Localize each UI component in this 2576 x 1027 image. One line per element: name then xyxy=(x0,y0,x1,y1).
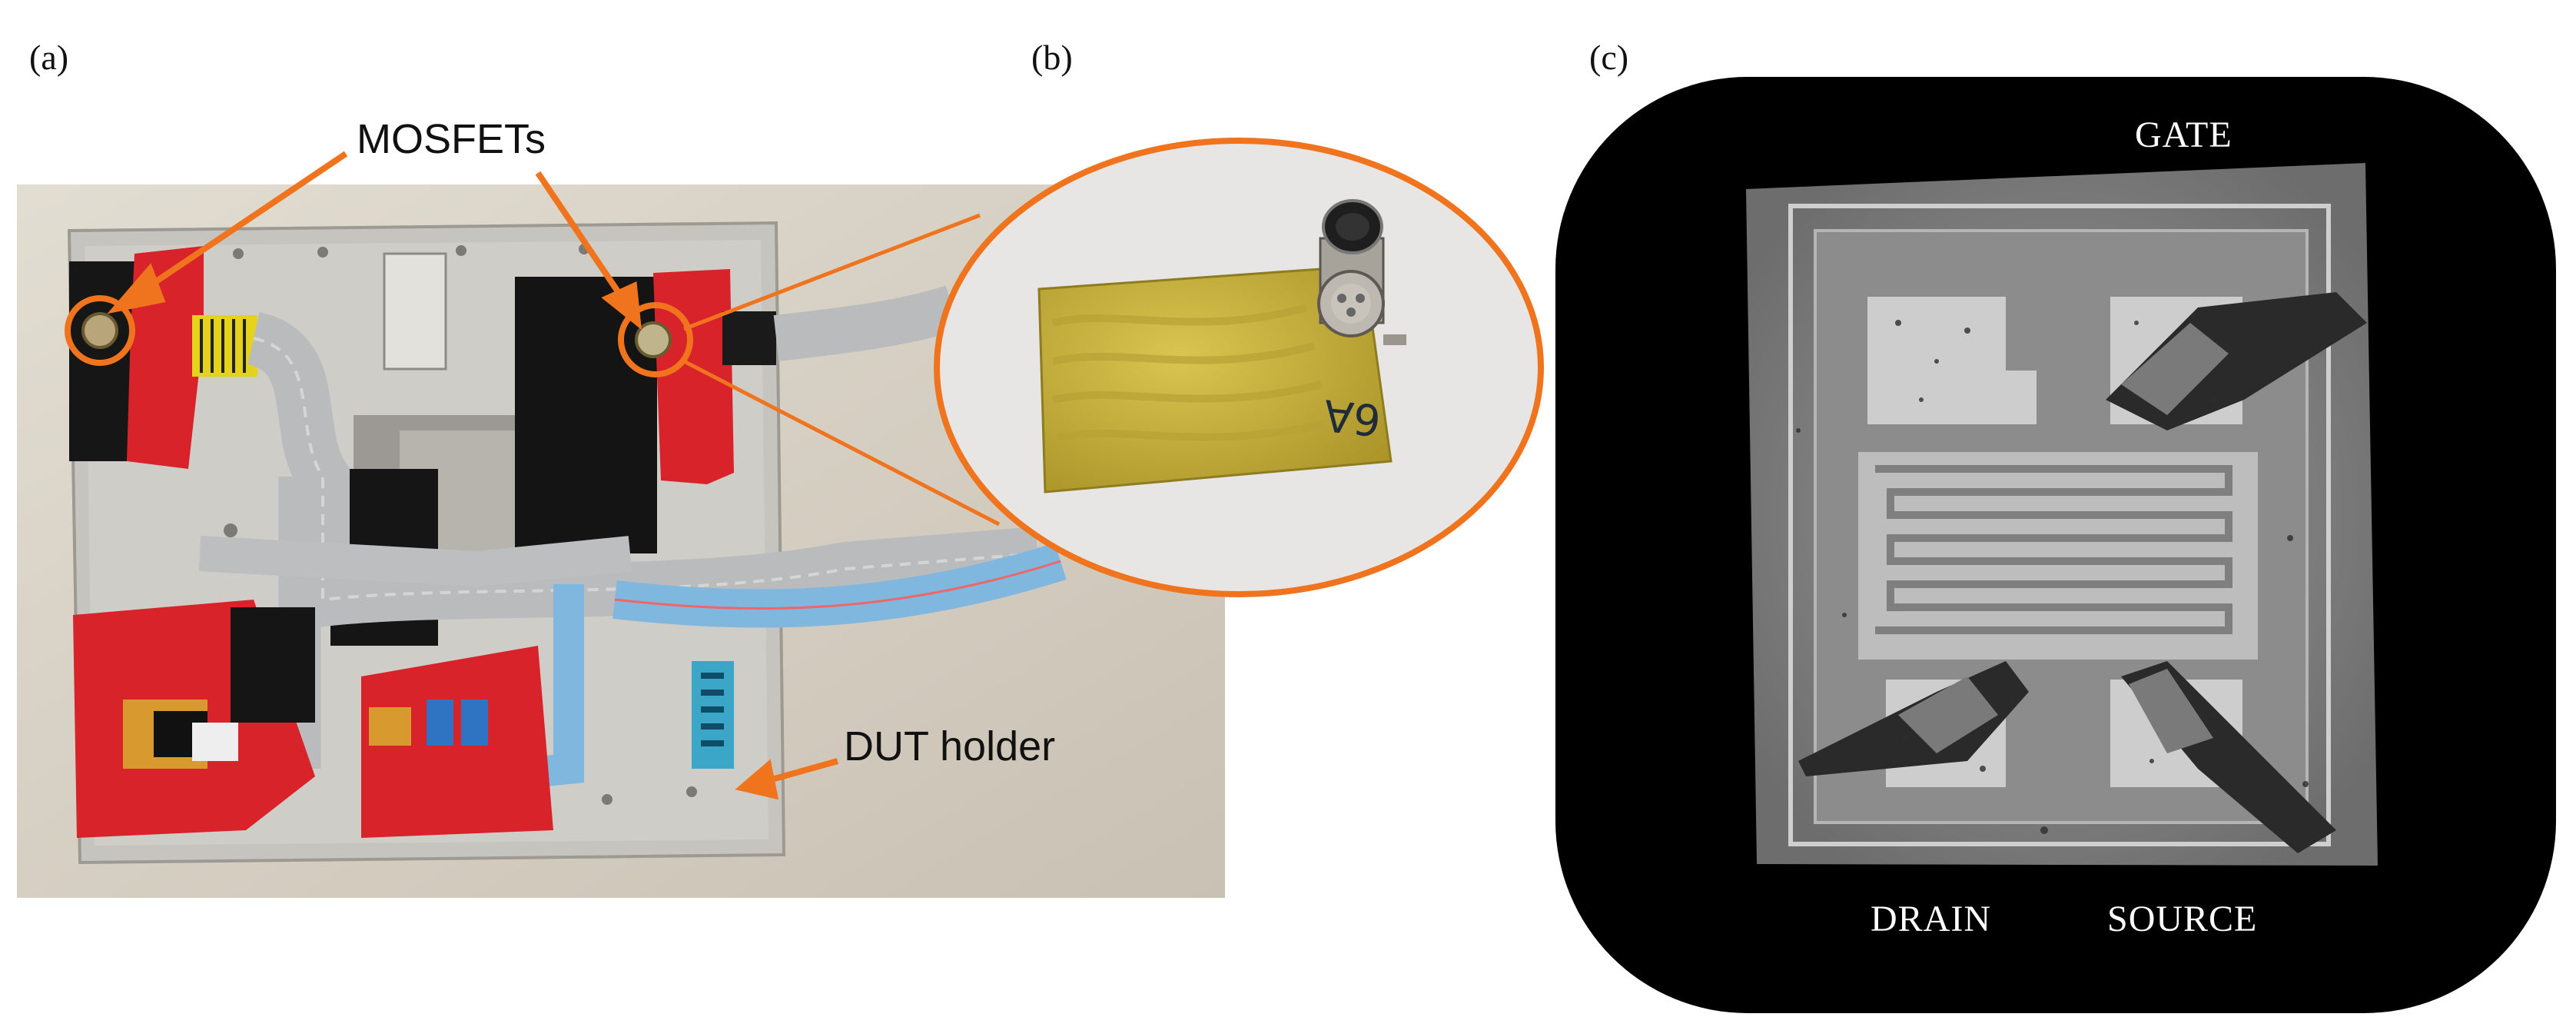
red-tape-right xyxy=(653,269,734,484)
blue-relay-1 xyxy=(427,700,453,746)
white-connector-left xyxy=(192,723,238,761)
yellow-header-left xyxy=(192,315,257,377)
panel-c-label: (c) xyxy=(1589,38,1629,77)
red-tape-bottom-center xyxy=(361,646,553,838)
panel-a-label: (a) xyxy=(29,38,69,77)
finger-region xyxy=(1858,452,2258,660)
mosfets-arrows xyxy=(107,151,642,331)
dut-holder-connector xyxy=(692,661,734,769)
mosfet-highlight-left xyxy=(65,295,135,366)
metal-bracket xyxy=(383,252,447,371)
source-label: SOURCE xyxy=(2107,899,2258,939)
dut-holder-arrow xyxy=(735,758,839,800)
probe-drain xyxy=(1798,661,2029,776)
ribbon-cable-top xyxy=(773,285,961,361)
mosfet-right xyxy=(635,321,672,358)
dut-holder-annotation: DUT holder xyxy=(844,723,1056,769)
zoom-line-bottom xyxy=(682,359,1001,527)
mosfets-annotation: MOSFETs xyxy=(357,116,546,162)
probe-gate xyxy=(2106,292,2367,430)
terminal-block-center xyxy=(369,707,411,746)
mosfet-left xyxy=(81,312,118,349)
interdigitated-fingers xyxy=(1875,465,2232,634)
probe-source xyxy=(2121,661,2336,853)
blue-relay-2 xyxy=(461,700,488,746)
panel-b-label: (b) xyxy=(1031,38,1073,77)
black-connector-right xyxy=(722,311,776,365)
drain-label: DRAIN xyxy=(1871,899,1991,939)
mosfet-highlight-right xyxy=(618,302,693,377)
pcb-handwriting: 6A xyxy=(1322,389,1383,444)
gate-label: GATE xyxy=(2135,115,2232,155)
zoom-line-top xyxy=(683,213,981,331)
ribbon-cable-lower xyxy=(198,536,632,587)
pad-top-left xyxy=(1867,297,2037,424)
